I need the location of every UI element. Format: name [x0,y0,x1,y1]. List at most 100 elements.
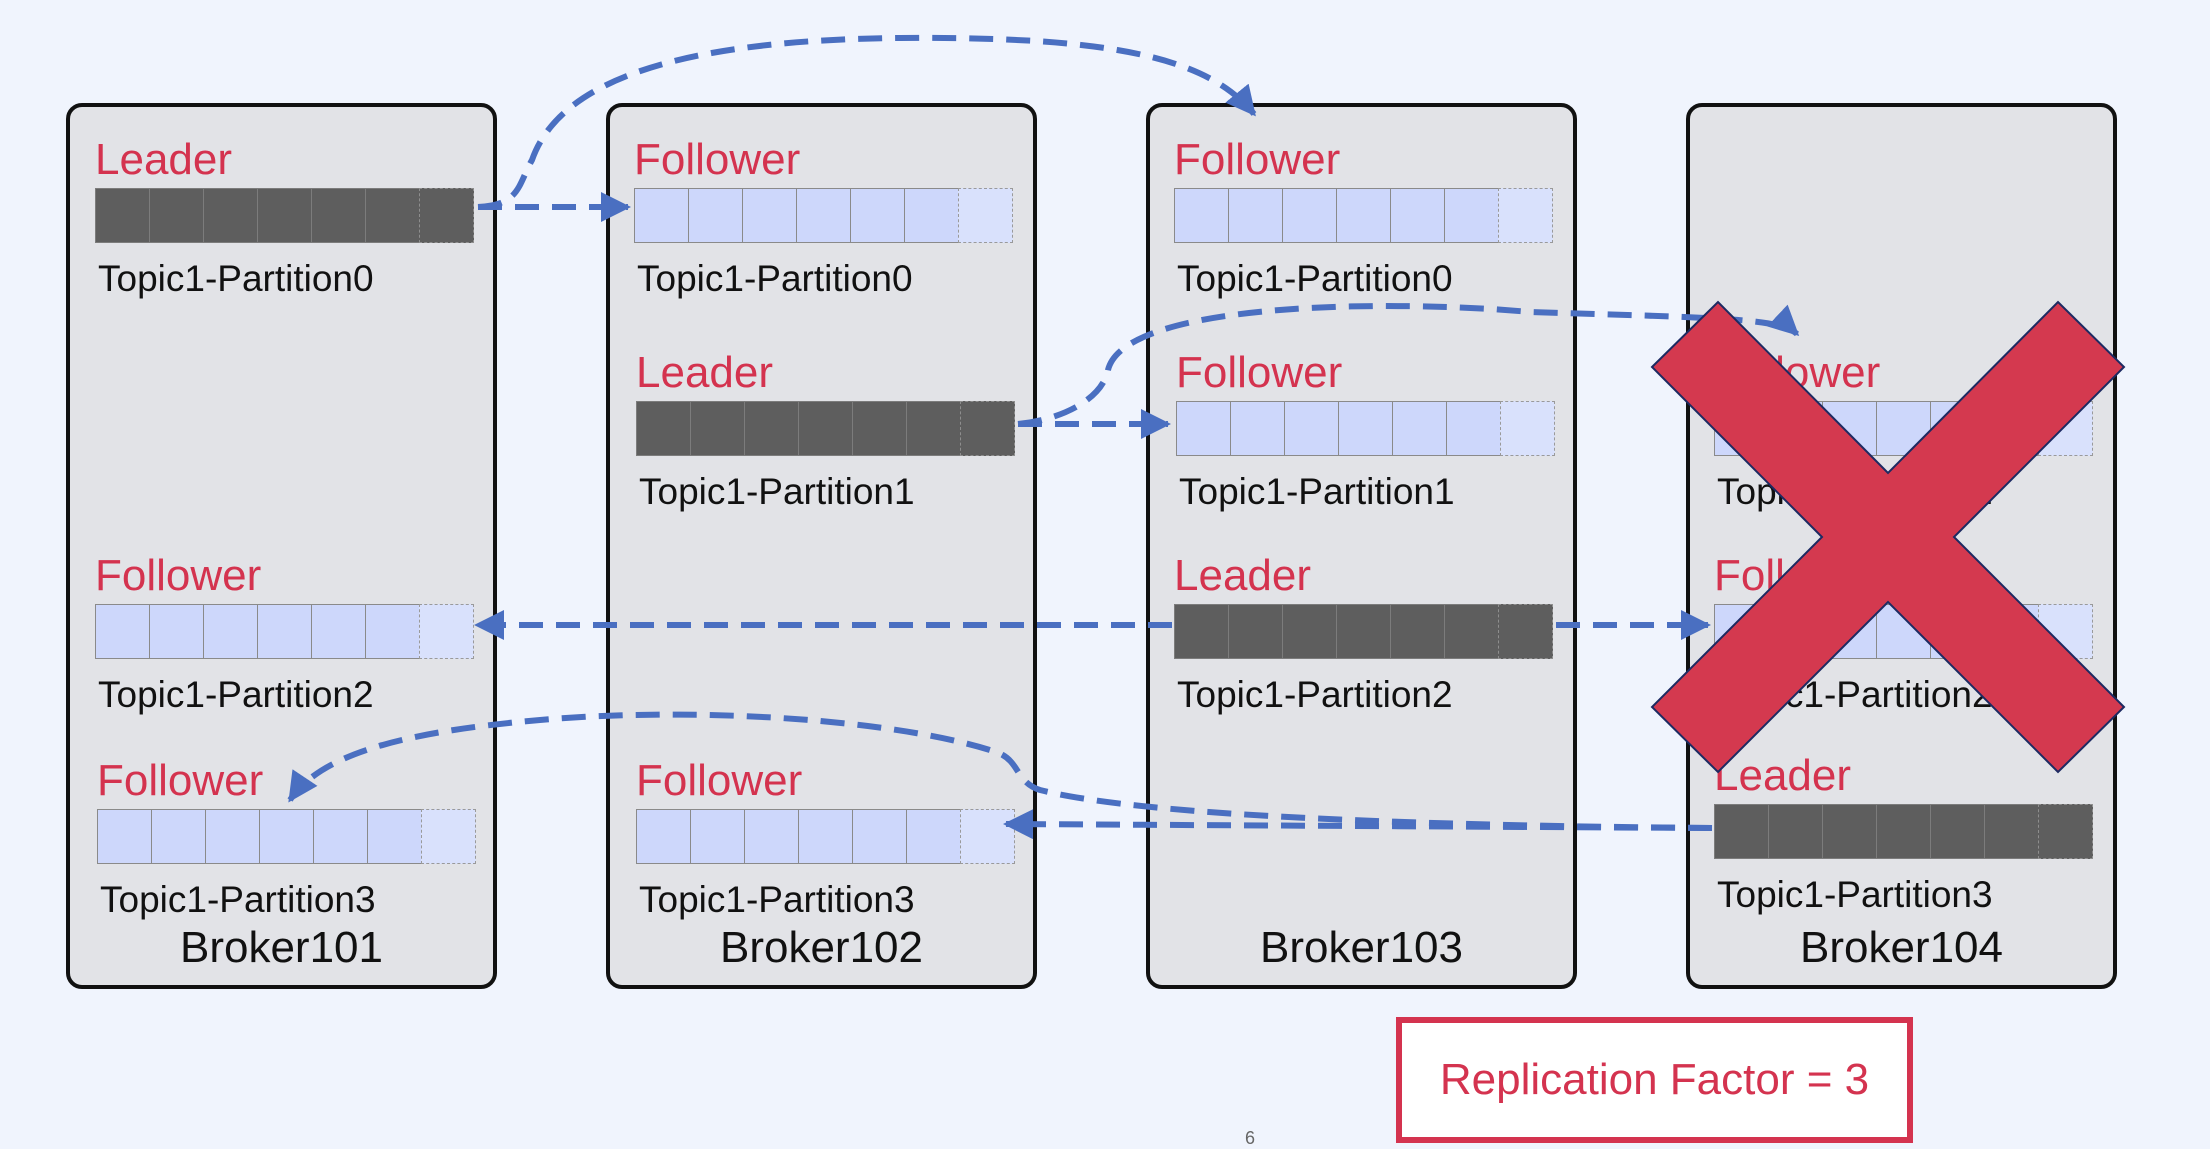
log-cell [634,188,689,243]
log-cell [1284,401,1339,456]
log-cell [1714,401,1769,456]
log-cell [367,809,422,864]
log-cell [149,604,204,659]
role-label: Leader [95,135,233,184]
log-segments [1714,604,2093,659]
role-label: Follower [1714,348,1881,397]
log-cell-pending [419,604,474,659]
log-cell [906,809,961,864]
broker-name: Broker103 [1259,923,1463,972]
log-cell [742,188,797,243]
log-cell [1444,604,1499,659]
broker-102: Follower Topic1-Partition0 Leader Topic1… [606,103,1037,989]
log-cell [798,401,853,456]
log-cell-pending [960,401,1015,456]
log-cell [1714,604,1769,659]
log-cell [203,188,258,243]
log-cell [636,809,691,864]
partition-label: Topic1-Partition0 [1177,258,1453,299]
partition-label: Topic1-Partition1 [1717,471,1993,512]
log-cell [311,188,366,243]
log-cell [798,809,853,864]
log-cell [850,188,905,243]
partition-label: Topic1-Partition3 [100,879,376,920]
role-label: Follower [1176,348,1343,397]
log-cell [205,809,260,864]
log-cell [1768,804,1823,859]
log-cell-pending [2038,804,2093,859]
log-segments [95,188,474,243]
partition-label: Topic1-Partition0 [637,258,913,299]
log-cell [1338,401,1393,456]
log-cell [1282,604,1337,659]
log-cell [1768,604,1823,659]
broker-104: Follower Topic1-Partition1 Follower Topi… [1686,103,2117,989]
log-cell-pending [1500,401,1555,456]
log-cell [1446,401,1501,456]
role-label: Leader [1174,551,1312,600]
log-cell [203,604,258,659]
log-cell [1930,401,1985,456]
partition-label: Topic1-Partition2 [1177,674,1453,715]
log-cell [313,809,368,864]
log-segments [1176,401,1555,456]
log-segments [636,401,1015,456]
log-cell [1230,401,1285,456]
log-cell [1876,401,1931,456]
log-cell [1984,604,2039,659]
log-cell [311,604,366,659]
log-cell [1822,804,1877,859]
log-cell-pending [2038,604,2093,659]
log-cell [636,401,691,456]
log-cell-pending [421,809,476,864]
log-cell [1444,188,1499,243]
role-label: Follower [97,756,264,805]
log-cell [1282,188,1337,243]
replication-factor-label: Replication Factor = 3 [1439,1055,1870,1104]
log-cell [1714,804,1769,859]
log-cell [151,809,206,864]
log-cell [95,604,150,659]
partition-label: Topic1-Partition0 [98,258,374,299]
log-cell [1228,188,1283,243]
log-cell [1984,401,2039,456]
log-cell [1390,188,1445,243]
log-cell-pending [958,188,1013,243]
log-cell [906,401,961,456]
log-cell [744,401,799,456]
log-segments [97,809,476,864]
log-cell [365,604,420,659]
log-cell [1930,804,1985,859]
log-segments [636,809,1015,864]
partition-label: Topic1-Partition3 [639,879,915,920]
broker-name: Broker104 [1799,923,2003,972]
log-cell [1876,604,1931,659]
role-label: Follower [1174,135,1341,184]
log-cell [1822,401,1877,456]
log-cell [257,188,312,243]
log-cell [1930,604,1985,659]
log-cell [97,809,152,864]
broker-name: Broker102 [719,923,923,972]
log-cell [365,188,420,243]
log-cell-pending [2038,401,2093,456]
role-label: Leader [636,348,774,397]
partition-label: Topic1-Partition2 [98,674,374,715]
log-cell [1174,188,1229,243]
log-cell [1768,401,1823,456]
log-segments [1174,188,1553,243]
log-cell [95,188,150,243]
log-cell [904,188,959,243]
replication-factor-box: Replication Factor = 3 [1396,1017,1913,1143]
partition-label: Topic1-Partition1 [639,471,915,512]
role-label: Follower [636,756,803,805]
log-cell [149,188,204,243]
log-cell [1984,804,2039,859]
role-label: Follower [1714,551,1881,600]
log-cell [257,604,312,659]
log-cell [1174,604,1229,659]
log-cell-pending [1498,188,1553,243]
page-number: 6 [1245,1128,1256,1148]
log-segments [95,604,474,659]
log-cell [1390,604,1445,659]
